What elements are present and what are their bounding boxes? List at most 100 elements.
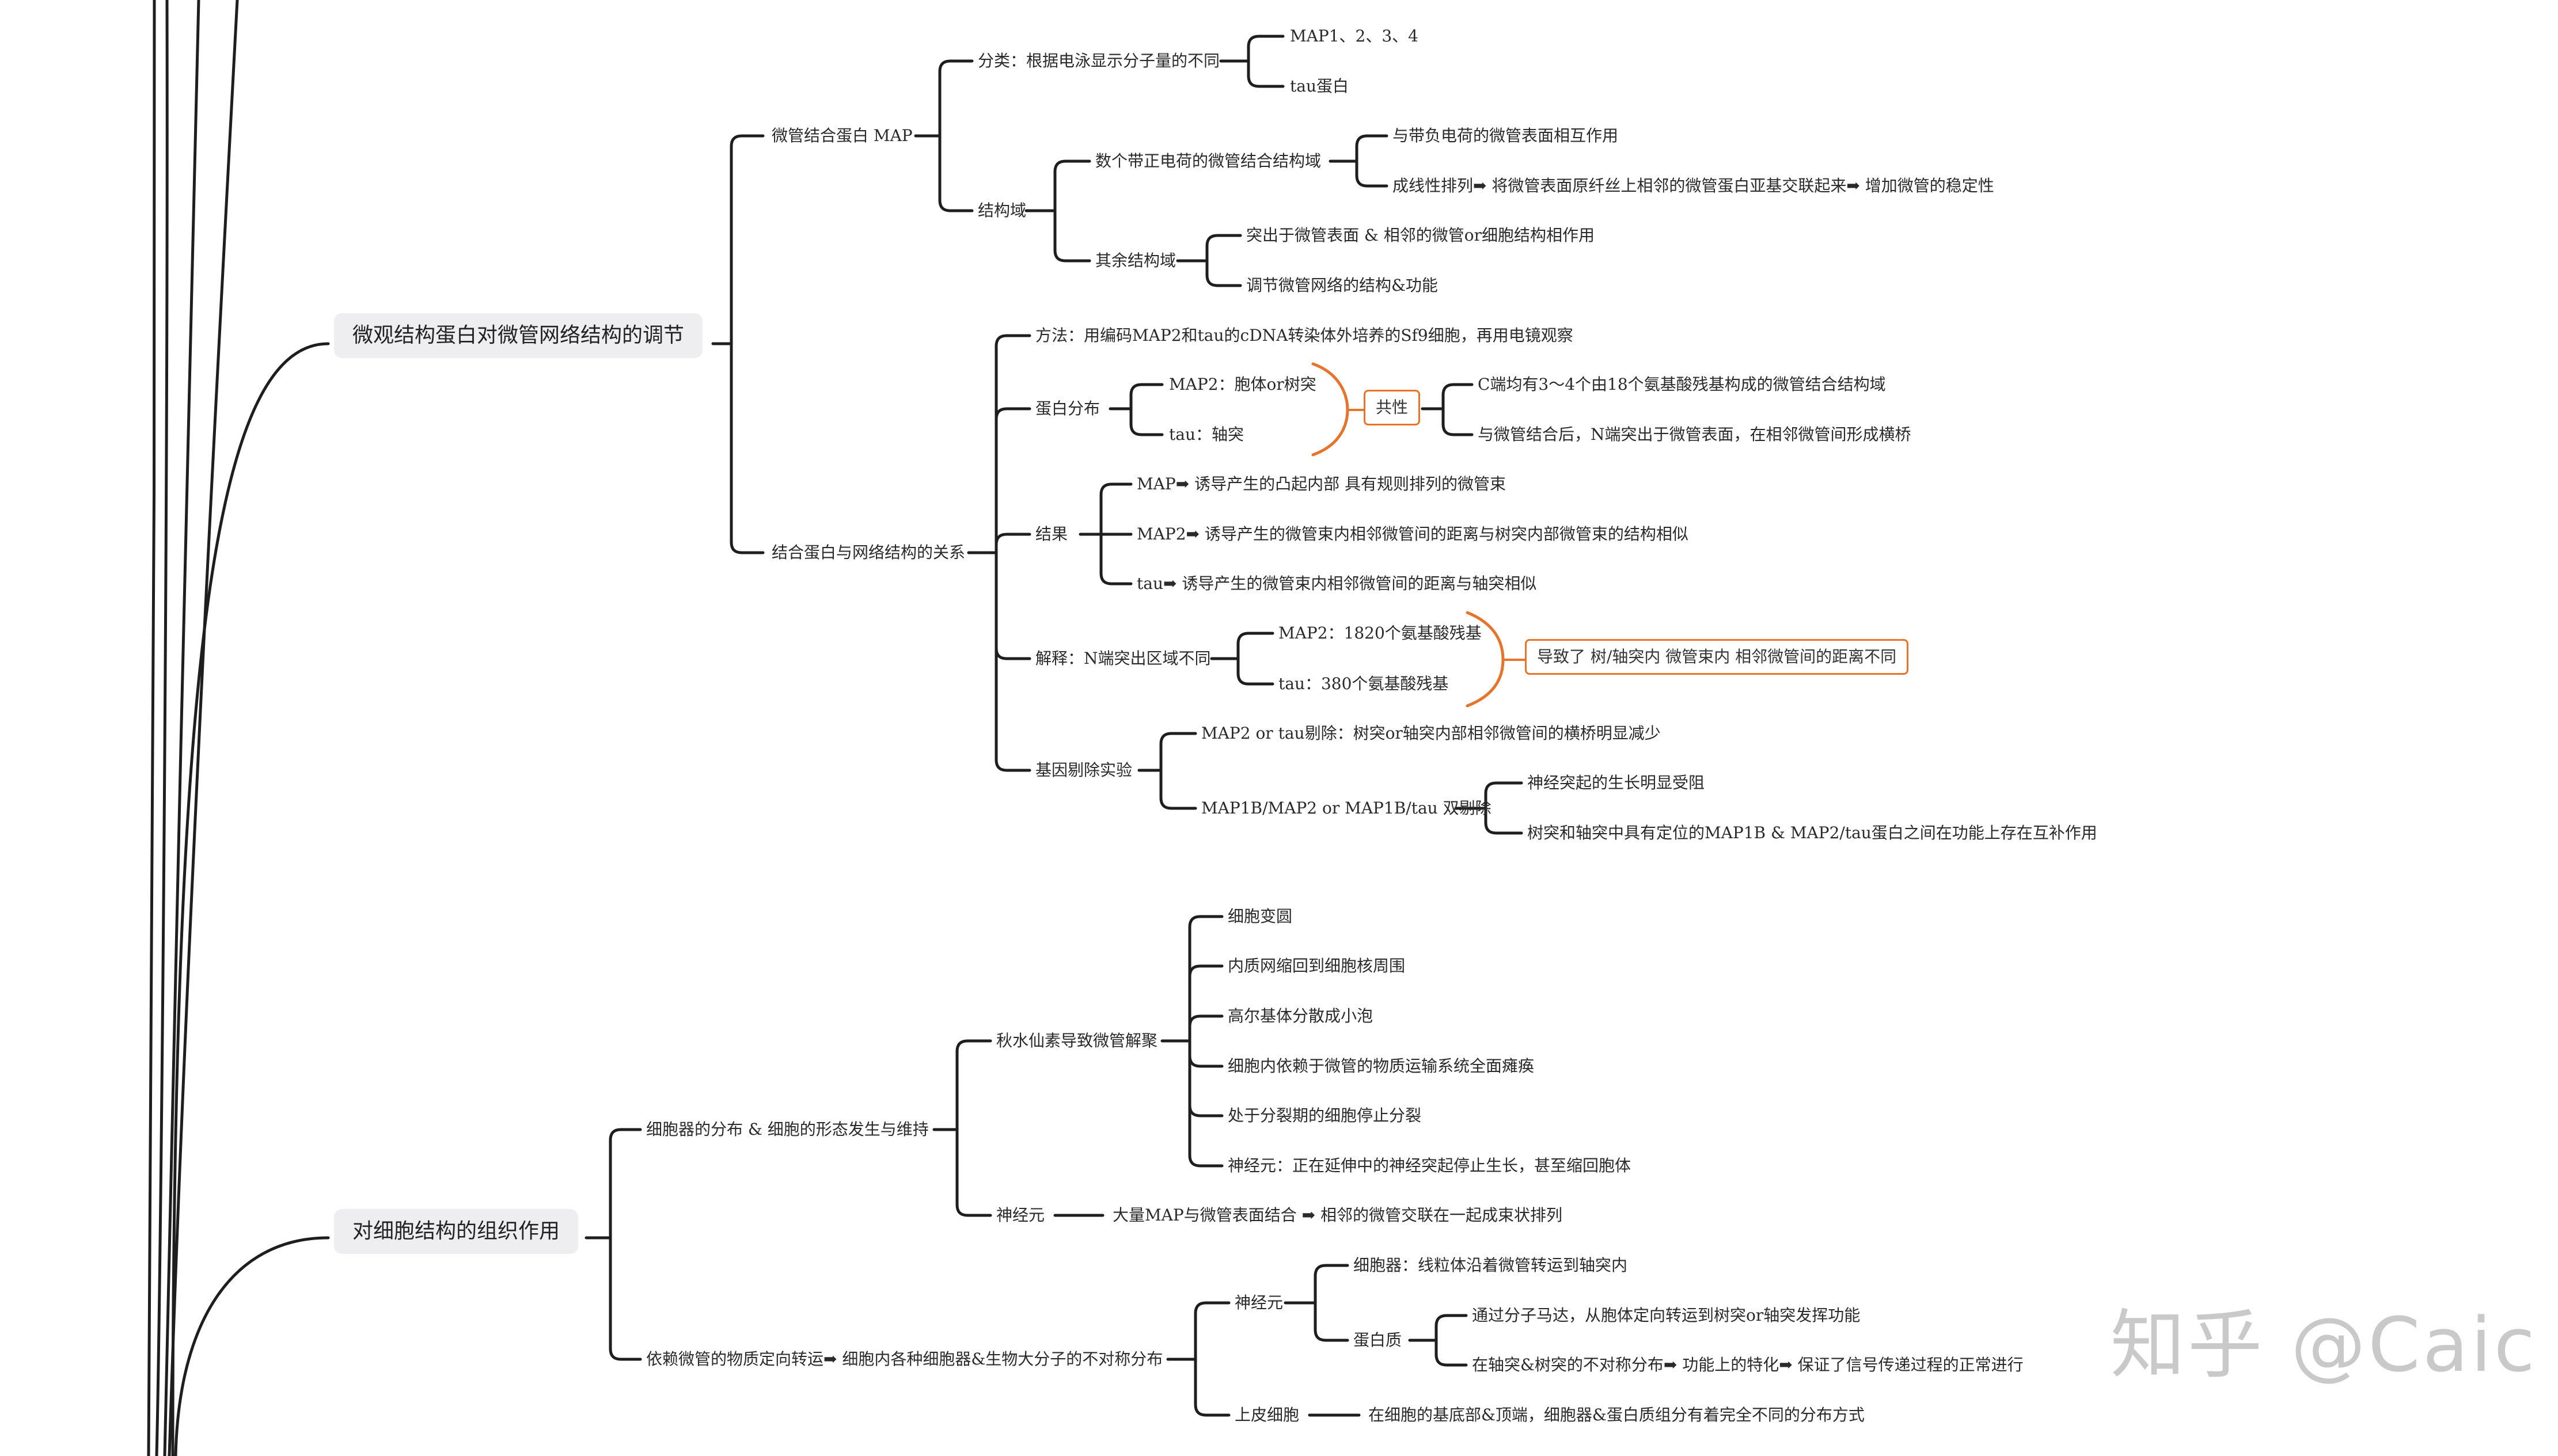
node-positive-a[interactable]: 与带负电荷的微管表面相互作用 (1392, 126, 1619, 145)
root-cell-curve (174, 1236, 330, 1456)
node-transport[interactable]: 依赖微管的物质定向转运➡ 细胞内各种细胞器&生物大分子的不对称分布 (646, 1349, 1163, 1368)
result-branch-0 (1099, 482, 1133, 536)
node-tr-epithelial-item[interactable]: 在细胞的基底部&顶端，细胞器&蛋白质组分有着完全不同的分布方式 (1368, 1405, 1865, 1424)
gene-branch-1 (1159, 769, 1197, 810)
node-positive-b[interactable]: 成线性排列➡ 将微管表面原纤丝上相邻的微管蛋白亚基交联起来➡ 增加微管的稳定性 (1392, 176, 1994, 195)
node-tr-protein[interactable]: 蛋白质 (1353, 1330, 1402, 1349)
node-gene-single[interactable]: MAP2 or tau剔除：树突or轴突内部相邻微管间的横桥明显减少 (1201, 724, 1661, 743)
node-distribution[interactable]: 蛋白分布 (1035, 399, 1100, 418)
node-tau[interactable]: tau蛋白 (1290, 77, 1349, 96)
node-dist-tau[interactable]: tau：轴突 (1169, 425, 1244, 444)
node-result[interactable]: 结果 (1035, 524, 1068, 543)
transport-branch-1 (1194, 1358, 1231, 1417)
micro-branch-1 (730, 342, 765, 554)
node-other-a[interactable]: 突出于微管表面 & 相邻的微管or细胞结构相作用 (1246, 226, 1595, 245)
node-common-a[interactable]: C端均有3～4个由18个氨基酸残基构成的微管结合结构域 (1478, 375, 1886, 394)
organelle-branch-1 (955, 1128, 992, 1217)
node-gene-double[interactable]: MAP1B/MAP2 or MAP1B/tau 双剔除 (1201, 799, 1491, 818)
node-organelle[interactable]: 细胞器的分布 & 细胞的形态发生与维持 (646, 1120, 929, 1139)
relation-branch-1 (995, 407, 1031, 554)
colchicine-branch-3 (1188, 1039, 1224, 1068)
node-map-classify[interactable]: 分类：根据电泳显示分子量的不同 (978, 51, 1220, 70)
relation-branch-3 (995, 551, 1031, 660)
map-branch-0 (938, 59, 974, 138)
orange-bracket-common (1311, 362, 1349, 457)
node-explain-map2[interactable]: MAP2：1820个氨基酸残基 (1278, 624, 1482, 643)
watermark: 知乎 @Caic (2110, 1301, 2537, 1389)
node-colch-2[interactable]: 内质网缩回到细胞核周围 (1228, 956, 1406, 975)
node-result-a[interactable]: MAP➡ 诱导产生的凸起内部 具有规则排列的微管束 (1137, 474, 1506, 493)
node-gene[interactable]: 基因剔除实验 (1035, 761, 1133, 780)
node-tr-protein-b[interactable]: 在轴突&树突的不对称分布➡ 功能上的特化➡ 保证了信号传递过程的正常进行 (1472, 1355, 2024, 1374)
root-cell-organization[interactable]: 对细胞结构的组织作用 (334, 1209, 579, 1254)
classify-branch-0 (1247, 35, 1285, 63)
node-tr-epithelial[interactable]: 上皮细胞 (1235, 1405, 1300, 1424)
relation-branch-0 (995, 334, 1031, 554)
explain-branch-1 (1236, 657, 1274, 686)
double-branch-0 (1484, 781, 1523, 810)
transport-branch-0 (1194, 1301, 1231, 1361)
node-explain[interactable]: 解释：N端突出区域不同 (1035, 649, 1211, 668)
colchicine-branch-4 (1188, 1039, 1224, 1117)
node-colch-6[interactable]: 神经元：正在延伸中的神经突起停止生长，甚至缩回胞体 (1228, 1156, 1631, 1175)
colchicine-branch-2 (1188, 1014, 1224, 1043)
node-other-domain[interactable]: 其余结构域 (1095, 251, 1176, 270)
node-tr-neuron[interactable]: 神经元 (1235, 1293, 1284, 1312)
result-branch-2 (1099, 533, 1133, 586)
micro-branch-0 (730, 134, 765, 345)
colchicine-branch-0 (1188, 915, 1224, 1043)
node-dist-map2[interactable]: MAP2：胞体or树突 (1169, 375, 1316, 394)
positive-branch-1 (1355, 159, 1388, 188)
colchicine-branch-5 (1188, 1039, 1224, 1168)
node-common-b[interactable]: 与微管结合后，N端突出于微管表面，在相邻微管间形成横桥 (1478, 425, 1911, 444)
other-branch-1 (1205, 259, 1242, 287)
relation-branch-2 (995, 533, 1031, 554)
common-branch-1 (1441, 407, 1474, 436)
node-explain-tau[interactable]: tau：380个氨基酸残基 (1278, 674, 1449, 693)
node-org-neuron-item[interactable]: 大量MAP与微管表面结合 ➡ 相邻的微管交联在一起成束状排列 (1113, 1206, 1562, 1225)
classify-branch-1 (1247, 59, 1285, 88)
node-result-b[interactable]: MAP2➡ 诱导产生的微管束内相邻微管间的距离与树突内部微管束的结构相似 (1137, 524, 1688, 543)
left-curve-1 (147, 0, 156, 1456)
left-curve-4 (168, 0, 239, 1456)
node-method[interactable]: 方法：用编码MAP2和tau的cDNA转染体外培养的Sf9细胞，再用电镜观察 (1035, 326, 1573, 345)
node-colch-1[interactable]: 细胞变圆 (1228, 907, 1293, 926)
explain-branch-0 (1236, 632, 1274, 660)
dist-branch-1 (1129, 407, 1164, 436)
node-result-c[interactable]: tau➡ 诱导产生的微管束内相邻微管间的距离与轴突相似 (1137, 574, 1537, 593)
left-curve-2 (155, 0, 169, 1456)
node-gene-double-b[interactable]: 树突和轴突中具有定位的MAP1B & MAP2/tau蛋白之间在功能上存在互补作… (1527, 823, 2097, 842)
trneuron-branch-0 (1314, 1264, 1349, 1305)
protein-branch-0 (1434, 1314, 1468, 1342)
node-colchicine[interactable]: 秋水仙素导致微管解聚 (996, 1031, 1158, 1050)
node-colch-4[interactable]: 细胞内依赖于微管的物质运输系统全面瘫痪 (1228, 1056, 1535, 1075)
domain-branch-1 (1053, 209, 1091, 263)
node-common[interactable]: 共性 (1364, 390, 1421, 425)
node-tr-protein-a[interactable]: 通过分子马达，从胞体定向转运到树突or轴突发挥功能 (1472, 1306, 1861, 1325)
node-tr-organelle[interactable]: 细胞器：线粒体沿着微管转运到轴突内 (1353, 1256, 1628, 1275)
node-org-neuron[interactable]: 神经元 (996, 1206, 1045, 1225)
node-colch-5[interactable]: 处于分裂期的细胞停止分裂 (1228, 1106, 1422, 1125)
map-branch-1 (938, 134, 974, 212)
relation-branch-4 (995, 551, 1031, 772)
domain-branch-0 (1053, 159, 1091, 212)
trneuron-branch-1 (1314, 1301, 1349, 1342)
protein-branch-1 (1434, 1339, 1468, 1367)
node-positive-domain[interactable]: 数个带正电荷的微管结合结构域 (1095, 151, 1322, 170)
node-relation[interactable]: 结合蛋白与网络结构的关系 (772, 543, 966, 562)
node-explain-conclusion[interactable]: 导致了 树/轴突内 微管束内 相邻微管间的距离不同 (1525, 639, 1909, 675)
cell-branch-0 (609, 1128, 642, 1240)
node-domain[interactable]: 结构域 (978, 201, 1027, 220)
positive-branch-0 (1355, 134, 1388, 163)
common-branch-0 (1441, 383, 1474, 410)
node-gene-double-a[interactable]: 神经突起的生长明显受阻 (1527, 773, 1705, 792)
colchicine-branch-1 (1188, 964, 1224, 1043)
node-other-b[interactable]: 调节微管网络的结构&功能 (1246, 276, 1438, 295)
root-micro-structure[interactable]: 微观结构蛋白对微管网络结构的调节 (334, 313, 703, 358)
gene-branch-0 (1159, 732, 1197, 772)
node-colch-3[interactable]: 高尔基体分散成小泡 (1228, 1006, 1373, 1025)
node-map[interactable]: 微管结合蛋白 MAP (772, 126, 913, 145)
cell-branch-1 (609, 1236, 642, 1361)
node-map1234[interactable]: MAP1、2、3、4 (1290, 26, 1418, 45)
